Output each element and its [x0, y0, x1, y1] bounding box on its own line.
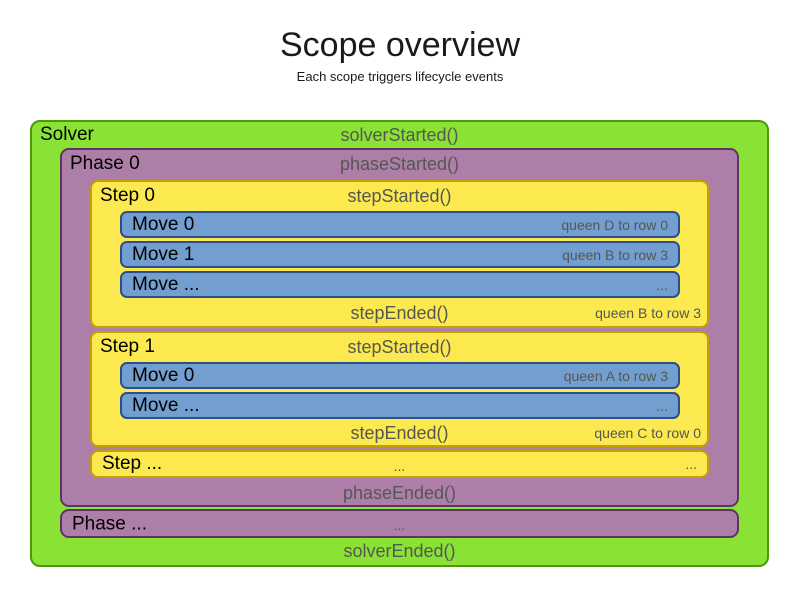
step-0-ended-row: stepEnded() queen B to row 3	[90, 300, 709, 326]
phase-0-ended-event: phaseEnded()	[342, 483, 457, 503]
phase-0-label: Phase 0	[70, 153, 140, 174]
step-0-move-0-box: Move 0 queen D to row 0	[120, 211, 680, 238]
page-title: Scope overview	[279, 26, 520, 64]
move-annotation: queen B to row 3	[562, 246, 668, 263]
move-label: Move 0	[132, 213, 195, 235]
move-annotation: queen A to row 3	[563, 367, 668, 384]
move-annotation: ...	[656, 276, 668, 293]
step-1-started-event: stepStarted()	[347, 337, 452, 357]
step-more-right-dots: ...	[685, 456, 697, 472]
step-0-started-event: stepStarted()	[347, 186, 452, 206]
solver-label: Solver	[40, 124, 94, 145]
step-more-center-dots: ...	[393, 458, 406, 474]
step-0-move-1-box: Move 1 queen B to row 3	[120, 241, 680, 268]
move-annotation: queen D to row 0	[561, 216, 668, 233]
step-1-label: Step 1	[100, 336, 155, 357]
step-0-label: Step 0	[100, 185, 155, 206]
step-1-ended-annotation: queen C to row 0	[594, 425, 701, 441]
move-label: Move 1	[132, 243, 195, 265]
phase-more-center-dots: ...	[393, 517, 406, 533]
solver-started-event: solverStarted()	[340, 125, 459, 145]
page-subtitle: Each scope triggers lifecycle events	[296, 69, 504, 84]
solver-ended-event: solverEnded()	[343, 541, 456, 561]
phase-more-scope-box: Phase ... ...	[60, 509, 739, 538]
step-1-header-row: Step 1 stepStarted()	[90, 333, 709, 361]
move-label: Move ...	[132, 394, 200, 416]
step-1-move-0-box: Move 0 queen A to row 3	[120, 362, 680, 389]
solver-ended-row: solverEnded()	[30, 538, 769, 564]
step-0-ended-event: stepEnded()	[350, 303, 449, 323]
phase-0-ended-row: phaseEnded()	[60, 480, 739, 506]
step-0-move-more-box: Move ... ...	[120, 271, 680, 298]
step-0-ended-annotation: queen B to row 3	[595, 305, 701, 321]
step-1-ended-event: stepEnded()	[350, 423, 449, 443]
move-label: Move ...	[132, 273, 200, 295]
phase-0-started-event: phaseStarted()	[339, 154, 460, 174]
step-more-label: Step ...	[102, 453, 163, 474]
step-0-header-row: Step 0 stepStarted()	[90, 182, 709, 210]
move-label: Move 0	[132, 364, 195, 386]
step-more-scope-box: Step ... ... ...	[90, 450, 709, 478]
phase-0-header-row: Phase 0 phaseStarted()	[60, 150, 739, 178]
phase-more-label: Phase ...	[72, 513, 147, 534]
step-1-ended-row: stepEnded() queen C to row 0	[90, 420, 709, 446]
step-1-scope-box	[90, 331, 709, 447]
step-1-move-more-box: Move ... ...	[120, 392, 680, 419]
move-annotation: ...	[656, 397, 668, 414]
solver-header-row: Solver solverStarted()	[30, 121, 769, 149]
